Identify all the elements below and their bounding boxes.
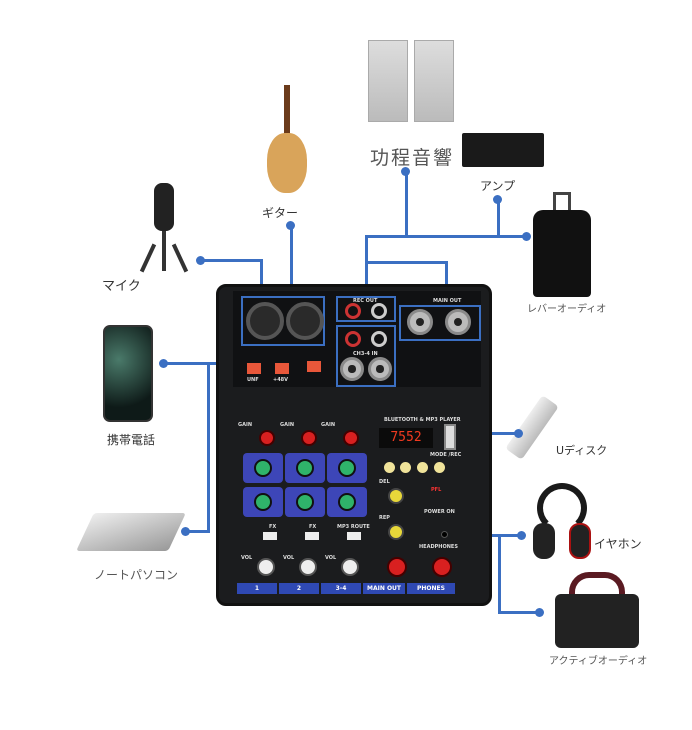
gain-knob-2[interactable] (301, 430, 317, 446)
headphones-image (533, 483, 591, 561)
lever-audio-label: レバーオーディオ (527, 304, 607, 315)
hf-eq-2 (285, 453, 325, 483)
lf-eq-1 (243, 487, 283, 517)
gain-knob-3-4[interactable] (343, 430, 359, 446)
lf-eq-3-4 (327, 487, 367, 517)
fx-switch-1[interactable] (263, 532, 277, 540)
delay-knob[interactable] (388, 488, 404, 504)
hf-knob-3-4[interactable] (338, 459, 356, 477)
usb-label: Uディスク (556, 444, 608, 457)
phones-knob[interactable] (432, 557, 452, 577)
studio-speakers-image (368, 40, 458, 122)
lf-knob-1[interactable] (254, 493, 272, 511)
line-inst-button[interactable] (307, 361, 321, 372)
xlr-input-1[interactable] (246, 302, 284, 340)
phone-image (103, 325, 153, 422)
rec-out-left[interactable] (345, 303, 361, 319)
headphones-label: イヤホン (594, 537, 642, 551)
lf-eq-2 (285, 487, 325, 517)
audio-mixer: UNF +48V REC OUT CH3-4 IN MAIN OUT GAIN … (216, 284, 492, 606)
vol-knob-3-4[interactable] (341, 558, 359, 576)
prev-button[interactable] (384, 462, 395, 473)
speaker-system-title: 功程音響 (370, 147, 455, 169)
xlr-input-2[interactable] (286, 302, 324, 340)
ch34-rca-right[interactable] (371, 331, 387, 347)
microphone-image (139, 183, 190, 273)
mode-rec-button[interactable] (434, 462, 445, 473)
ch34-jack-left[interactable] (340, 357, 364, 381)
main-out-knob[interactable] (387, 557, 407, 577)
channel-label-3-4: 3-4 (321, 583, 361, 594)
hf-knob-2[interactable] (296, 459, 314, 477)
vol-knob-2[interactable] (299, 558, 317, 576)
mixer-rear-panel: UNF +48V REC OUT CH3-4 IN MAIN OUT (233, 291, 481, 387)
usb-drive-image (505, 395, 559, 460)
amp-connector-dot (493, 195, 502, 204)
play-pause-button[interactable] (417, 462, 428, 473)
active-audio-label: アクティブオーディオ (549, 656, 648, 667)
laptop-label: ノートパソコン (94, 568, 179, 582)
main-out-left-jack[interactable] (407, 309, 433, 335)
gain-knob-1[interactable] (259, 430, 275, 446)
phone-connector-dot (159, 359, 168, 368)
headphone-jack[interactable] (441, 531, 448, 538)
phantom-button[interactable] (275, 363, 289, 374)
channel-label-1: 1 (237, 583, 277, 594)
laptop-image (76, 513, 186, 551)
guitar-label: ギター (262, 206, 299, 220)
unf-button[interactable] (247, 363, 261, 374)
ch34-jack-right[interactable] (368, 357, 392, 381)
mic-connector-dot (196, 256, 205, 265)
hf-eq-1 (243, 453, 283, 483)
hf-knob-1[interactable] (254, 459, 272, 477)
next-button[interactable] (400, 462, 411, 473)
usb-connector-dot (514, 429, 523, 438)
led-display: 7552 (379, 428, 433, 448)
fx-switch-2[interactable] (305, 532, 319, 540)
main-out-right-jack[interactable] (445, 309, 471, 335)
mp3-route-switch[interactable] (347, 532, 361, 540)
lf-knob-3-4[interactable] (338, 493, 356, 511)
laptop-connector-dot (181, 527, 190, 536)
ch34-rca-left[interactable] (345, 331, 361, 347)
rec-out-right[interactable] (371, 303, 387, 319)
mic-label: マイク (102, 279, 141, 294)
guitar-connector-dot (286, 221, 295, 230)
vol-knob-1[interactable] (257, 558, 275, 576)
bluetooth-player-label: BLUETOOTH & MP3 PLAYER (384, 417, 461, 423)
amp-label: アンプ (480, 179, 516, 193)
phone-label: 携帯電話 (107, 433, 156, 447)
active-audio-connector-dot (535, 608, 544, 617)
hf-eq-3-4 (327, 453, 367, 483)
speaker-connector-dot (401, 167, 410, 176)
amplifier-image (462, 133, 544, 167)
portable-speaker-image (555, 572, 639, 648)
usb-port[interactable] (444, 424, 456, 450)
guitar-image (262, 85, 312, 195)
lf-knob-2[interactable] (296, 493, 314, 511)
channel-label-main-out: MAIN OUT (363, 583, 405, 594)
repeat-knob[interactable] (388, 524, 404, 540)
trolley-speaker-image (533, 192, 591, 297)
headphones-connector-dot (517, 531, 526, 540)
lever-audio-connector-dot (522, 232, 531, 241)
channel-label-phones: PHONES (407, 583, 455, 594)
channel-label-2: 2 (279, 583, 319, 594)
